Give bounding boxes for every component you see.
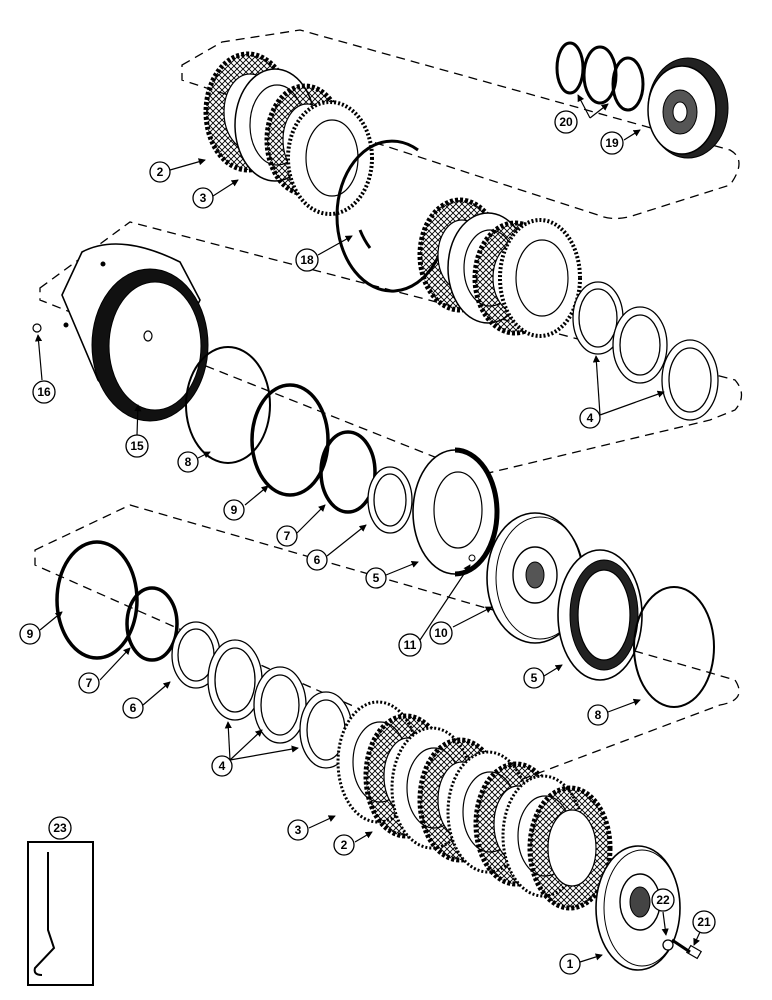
ring-6-mid-inner (373, 473, 407, 527)
o-ring-9-mid (250, 383, 330, 497)
callout-16-label: 16 (37, 385, 51, 399)
callout-3-top: 3 (192, 187, 214, 209)
leader-lines (34, 94, 701, 963)
callout-9-bottom-label: 9 (27, 627, 34, 641)
callout-2-top: 2 (149, 161, 171, 183)
callout-8-right-label: 8 (595, 708, 602, 722)
callout-7-mid: 7 (276, 525, 298, 547)
middle-group-parts (32, 243, 715, 708)
callout-2-top-label: 2 (157, 165, 164, 179)
ring-6-mid (367, 466, 413, 534)
callout-2-bottom-label: 2 (341, 838, 348, 852)
callout-7-bottom: 7 (78, 672, 100, 694)
piston-5-mid (412, 447, 500, 577)
ring-4-bottom-a-inner (214, 647, 256, 713)
ring-4-top-a-inner (578, 288, 618, 348)
callout-4-bottom-label: 4 (219, 759, 226, 773)
o-ring-20b (582, 45, 618, 105)
ring-4-bottom-b-inner (260, 674, 300, 736)
callout-6-mid-label: 6 (314, 553, 321, 567)
callout-6-mid: 6 (306, 549, 328, 571)
ring-8-mid (185, 346, 271, 464)
top-group-outline (181, 29, 740, 220)
callout-1-label: 1 (567, 957, 574, 971)
callout-9-bottom: 9 (19, 623, 41, 645)
callout-11: 11 (398, 633, 422, 657)
callout-4-bottom: 4 (211, 755, 233, 777)
callout-15: 15 (125, 434, 149, 458)
callout-8-mid: 8 (177, 451, 199, 473)
callouts: 1 2 2 3 3 4 4 5 5 6 6 7 7 8 8 9 9 10 11 … (19, 110, 716, 975)
washer-22 (662, 939, 674, 951)
callout-8-right: 8 (587, 704, 609, 726)
piston-5-right (557, 549, 643, 681)
callout-2-bottom: 2 (333, 834, 355, 856)
bottom-group-outline (34, 504, 740, 781)
ring-8-right (633, 586, 715, 708)
ring-4-top-c-inner (668, 347, 712, 413)
callout-19: 19 (600, 131, 624, 155)
callout-5-right: 5 (523, 667, 545, 689)
ring-4-top-b (612, 306, 668, 384)
callout-21-label: 21 (697, 915, 711, 929)
callout-3-top-label: 3 (200, 191, 207, 205)
dashed-group-outlines (34, 29, 743, 781)
ring-4-top-b-inner (619, 314, 661, 376)
callout-10-label: 10 (434, 626, 448, 640)
callout-18: 18 (295, 248, 319, 272)
callout-23-label: 23 (53, 821, 67, 835)
callout-4-top-label: 4 (587, 411, 594, 425)
ring-4-top-c (661, 339, 719, 421)
ball-16 (32, 323, 42, 333)
callout-5-mid-label: 5 (373, 571, 380, 585)
callout-16: 16 (32, 380, 56, 404)
o-ring-7-mid (319, 430, 377, 514)
callout-4-top: 4 (579, 407, 601, 429)
steel-plate-top-d (498, 218, 582, 338)
callout-22: 22 (651, 888, 675, 912)
callout-21: 21 (692, 910, 716, 934)
hub-19 (647, 57, 729, 159)
callout-5-mid: 5 (365, 567, 387, 589)
callout-23: 23 (48, 816, 72, 840)
tool-23-box (27, 841, 94, 986)
callout-18-label: 18 (300, 253, 314, 267)
callout-8-mid-label: 8 (185, 455, 192, 469)
callout-6-bottom: 6 (122, 697, 144, 719)
callout-1: 1 (559, 953, 581, 975)
callout-19-label: 19 (605, 136, 619, 150)
callout-6-bottom-label: 6 (130, 701, 137, 715)
ring-4-bottom-b (253, 666, 307, 744)
callout-3-bottom: 3 (287, 819, 309, 841)
callout-20-label: 20 (559, 115, 573, 129)
top-group-parts (203, 41, 729, 421)
callout-22-label: 22 (656, 893, 670, 907)
bottom-group-parts (27, 540, 703, 986)
bolt-21 (671, 938, 703, 960)
o-ring-20c (611, 56, 645, 112)
callout-7-bottom-label: 7 (86, 676, 93, 690)
callout-7-mid-label: 7 (284, 529, 291, 543)
snap-ring-18 (335, 139, 447, 293)
callout-20: 20 (554, 110, 578, 134)
drum-15 (61, 243, 209, 422)
o-ring-7-bottom (125, 586, 179, 662)
callout-11-label: 11 (404, 638, 417, 652)
callout-5-right-label: 5 (531, 671, 538, 685)
callout-10: 10 (429, 621, 453, 645)
o-ring-20a (555, 41, 585, 95)
steel-plate-top-b (286, 100, 374, 216)
callout-9-mid-label: 9 (231, 503, 238, 517)
ball-11 (468, 554, 476, 562)
middle-group-outline (39, 221, 743, 476)
callout-3-bottom-label: 3 (295, 823, 302, 837)
callout-15-label: 15 (130, 439, 144, 453)
o-ring-9-bottom (55, 540, 139, 660)
callout-9-mid: 9 (223, 499, 245, 521)
friction-disc-bottom-g (527, 785, 613, 911)
